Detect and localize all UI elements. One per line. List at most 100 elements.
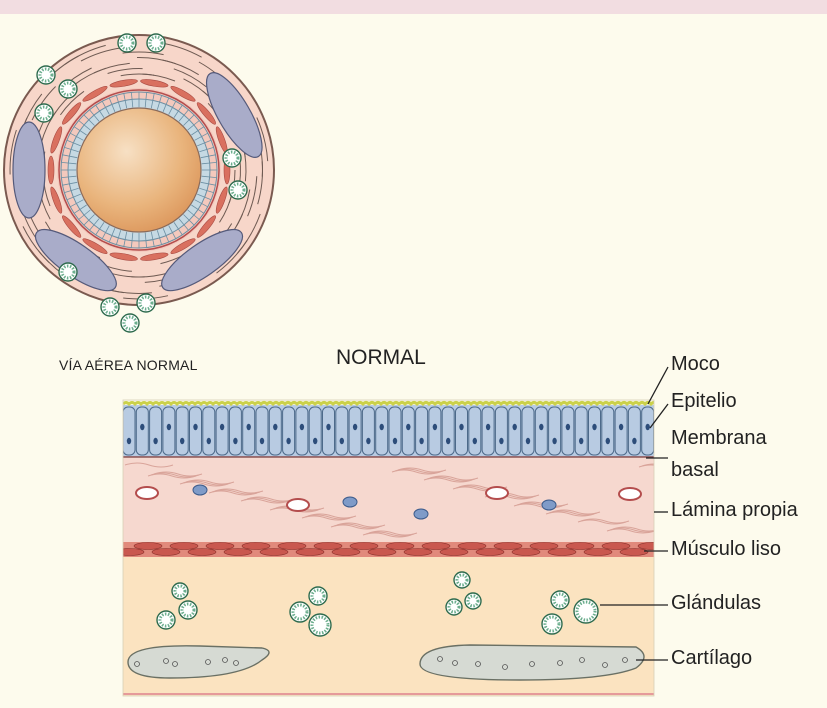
epithelial-cell bbox=[229, 407, 241, 455]
epithelial-cell bbox=[482, 407, 494, 455]
cell-nucleus bbox=[552, 438, 556, 444]
epithelial-cell bbox=[469, 407, 481, 455]
gland-acinus bbox=[223, 149, 241, 167]
muscle-fiber bbox=[242, 543, 270, 550]
lamina-cell bbox=[343, 497, 357, 507]
gland-acinus bbox=[542, 614, 562, 634]
epithelial-cell bbox=[136, 407, 148, 455]
smooth-muscle-layer bbox=[116, 542, 666, 557]
epithelial-cell bbox=[495, 407, 507, 455]
epithelial-cell bbox=[535, 407, 547, 455]
cell-nucleus bbox=[247, 424, 251, 430]
epithelial-cell bbox=[163, 407, 175, 455]
gland-acinus bbox=[147, 34, 165, 52]
cell-nucleus bbox=[220, 424, 224, 430]
epithelial-cell bbox=[123, 407, 135, 455]
cell-nucleus bbox=[606, 438, 610, 444]
airway-cross-section bbox=[4, 34, 274, 332]
muscle-fiber bbox=[170, 543, 198, 550]
epithelial-cell bbox=[243, 407, 255, 455]
gland-acinus bbox=[137, 294, 155, 312]
label-membrana-line1: Membrana bbox=[671, 427, 767, 450]
epithelial-cell bbox=[309, 407, 321, 455]
epithelial-cell bbox=[376, 407, 388, 455]
gland-acinus bbox=[309, 587, 327, 605]
epithelial-cell bbox=[150, 407, 162, 455]
gland-acinus bbox=[229, 181, 247, 199]
muscle-fiber bbox=[440, 549, 468, 556]
muscle-fiber bbox=[404, 549, 432, 556]
epithelial-cell bbox=[190, 407, 202, 455]
label-glandulas: Glándulas bbox=[671, 592, 761, 615]
epithelial-cell bbox=[549, 407, 561, 455]
gland-acinus bbox=[179, 601, 197, 619]
epithelial-cell bbox=[389, 407, 401, 455]
cartilage-plate bbox=[13, 122, 45, 218]
epithelial-cell bbox=[562, 407, 574, 455]
gland-acinus bbox=[290, 602, 310, 622]
gland-acinus bbox=[59, 263, 77, 281]
epithelium-layer bbox=[123, 405, 654, 457]
cell-nucleus bbox=[579, 438, 583, 444]
epithelial-cell bbox=[602, 407, 614, 455]
caption-airway: VÍA AÉREA NORMAL bbox=[59, 357, 198, 373]
lamina-cell bbox=[414, 509, 428, 519]
wall-section bbox=[116, 403, 690, 697]
cell-nucleus bbox=[300, 424, 304, 430]
cell-nucleus bbox=[340, 438, 344, 444]
epithelial-cell bbox=[615, 407, 627, 455]
epithelial-cell bbox=[575, 407, 587, 455]
label-moco: Moco bbox=[671, 353, 720, 376]
gland-acinus bbox=[172, 583, 188, 599]
epithelial-cell bbox=[509, 407, 521, 455]
leader-moco bbox=[648, 367, 668, 404]
muscle-fiber bbox=[602, 543, 630, 550]
cell-nucleus bbox=[446, 438, 450, 444]
cell-nucleus bbox=[539, 424, 543, 430]
muscle-fiber bbox=[152, 549, 180, 556]
lamina-vessel bbox=[287, 499, 309, 511]
gland-acinus bbox=[118, 34, 136, 52]
muscle-fiber bbox=[134, 543, 162, 550]
epithelial-cell bbox=[628, 407, 640, 455]
label-lamina-propia: Lámina propia bbox=[671, 499, 798, 522]
cell-nucleus bbox=[193, 424, 197, 430]
muscle-fiber bbox=[386, 543, 414, 550]
epithelial-cell bbox=[269, 407, 281, 455]
muscle-fiber bbox=[224, 549, 252, 556]
muscle-fiber bbox=[548, 549, 576, 556]
epithelial-cell bbox=[216, 407, 228, 455]
cell-nucleus bbox=[646, 424, 650, 430]
epithelial-cell bbox=[283, 407, 295, 455]
gland-acinus bbox=[157, 611, 175, 629]
cell-nucleus bbox=[393, 438, 397, 444]
cell-nucleus bbox=[419, 438, 423, 444]
cell-nucleus bbox=[180, 438, 184, 444]
gland-acinus bbox=[121, 314, 139, 332]
muscle-fiber bbox=[48, 156, 54, 184]
epithelial-cell bbox=[456, 407, 468, 455]
muscle-fiber bbox=[530, 543, 558, 550]
label-cartilago: Cartílago bbox=[671, 647, 752, 670]
gland-acinus bbox=[35, 104, 53, 122]
cell-nucleus bbox=[207, 438, 211, 444]
cell-nucleus bbox=[499, 438, 503, 444]
muscle-fiber bbox=[422, 543, 450, 550]
muscle-fiber bbox=[638, 543, 666, 550]
cell-nucleus bbox=[260, 438, 264, 444]
muscle-fiber bbox=[494, 543, 522, 550]
epithelial-cell bbox=[296, 407, 308, 455]
cell-nucleus bbox=[473, 438, 477, 444]
gland-acinus bbox=[454, 572, 470, 588]
cell-nucleus bbox=[459, 424, 463, 430]
lamina-vessel bbox=[486, 487, 508, 499]
muscle-fiber bbox=[188, 549, 216, 556]
epithelial-cell bbox=[349, 407, 361, 455]
epithelial-cell bbox=[416, 407, 428, 455]
gland-acinus bbox=[446, 599, 462, 615]
airway-lumen bbox=[77, 108, 201, 232]
epithelial-cell bbox=[429, 407, 441, 455]
muscle-fiber bbox=[278, 543, 306, 550]
muscle-fiber bbox=[116, 549, 144, 556]
gland-acinus bbox=[574, 599, 598, 623]
